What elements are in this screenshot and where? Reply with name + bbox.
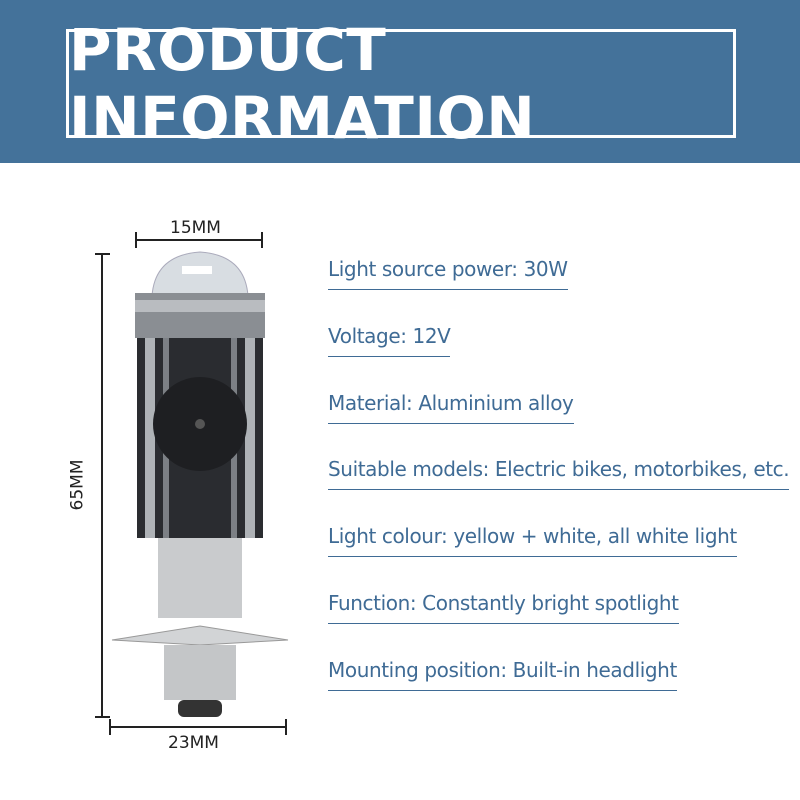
dimension-lines: [95, 232, 287, 735]
spec-voltage: Voltage: 12V: [328, 324, 451, 357]
spec-material: Material: Aluminium alloy: [328, 391, 574, 424]
top-width-label: 15MM: [170, 218, 221, 238]
page-title: PRODUCT INFORMATION: [69, 15, 536, 152]
spec-models: Suitable models: Electric bikes, motorbi…: [328, 457, 790, 490]
led-bulb: [111, 251, 289, 717]
title-frame: PRODUCT INFORMATION: [66, 16, 736, 152]
spec-function: Function: Constantly bright spotlight: [328, 591, 679, 624]
height-label: 65MM: [67, 459, 88, 511]
base-width-label: 23MM: [168, 733, 219, 753]
spec-power: Light source power: 30W: [328, 257, 568, 290]
header-banner: PRODUCT INFORMATION: [0, 0, 800, 163]
spec-mounting: Mounting position: Built-in headlight: [328, 658, 677, 691]
spec-colour: Light colour: yellow + white, all white …: [328, 524, 737, 557]
